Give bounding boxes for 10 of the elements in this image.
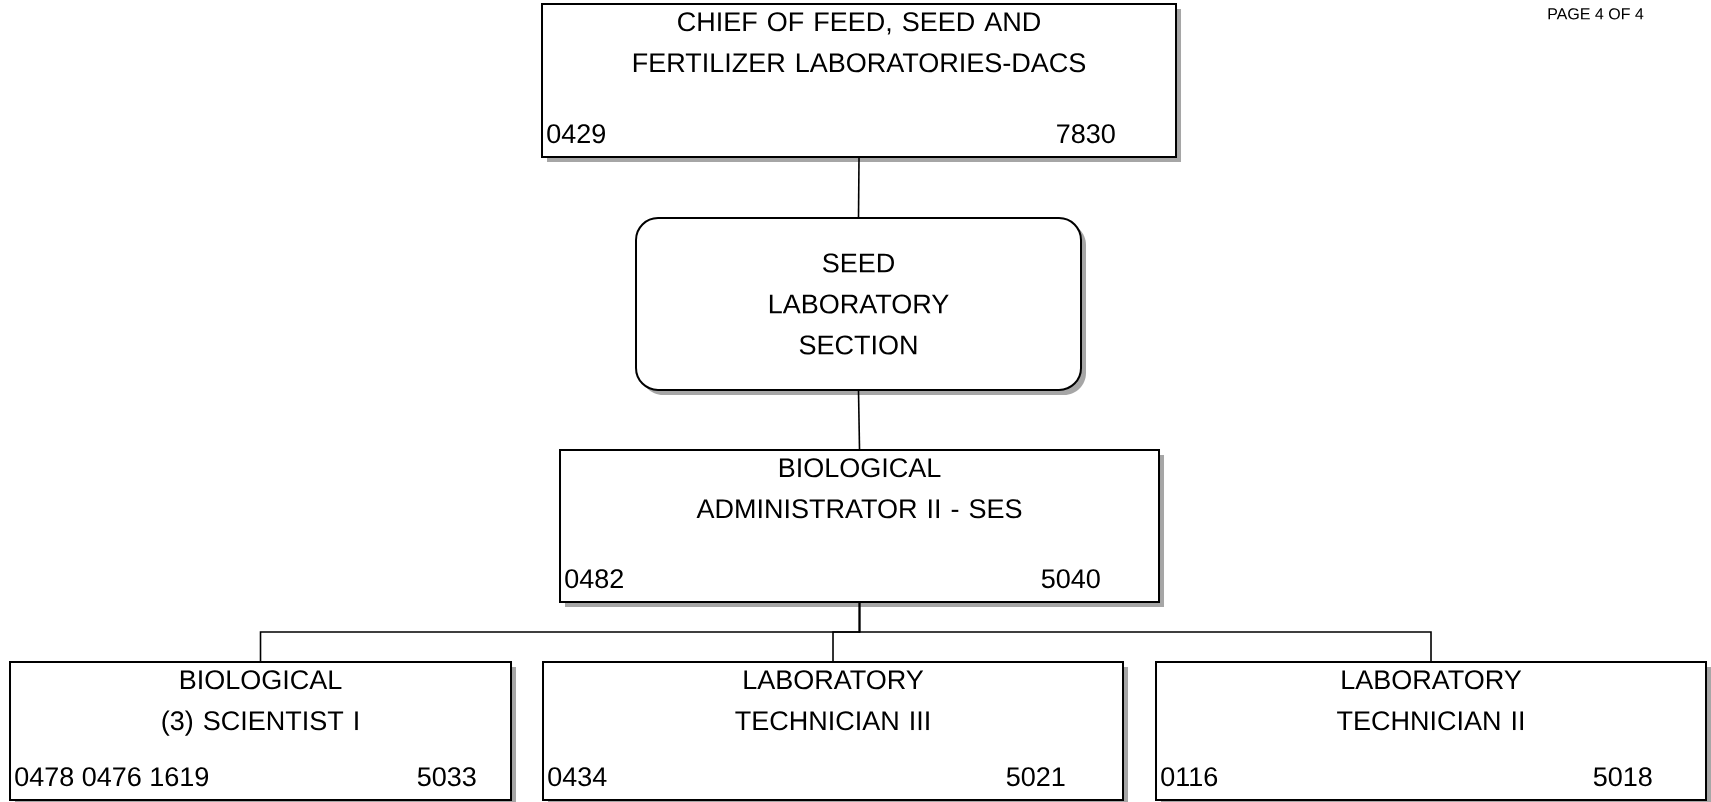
position-box: BIOLOGICAL ADMINISTRATOR II - SES 0482 5040	[559, 449, 1164, 607]
position-box: LABORATORY TECHNICIAN II 0116 5018	[1155, 661, 1711, 802]
connector-line	[857, 390, 861, 450]
connector-line	[857, 157, 860, 218]
position-box: CHIEF OF FEED, SEED AND FERTILIZER LABORATORIES-DACS 0429 7830	[541, 3, 1181, 162]
page-number: PAGE 4 OF 4	[1548, 8, 1644, 20]
connector-line	[858, 602, 1432, 662]
section-box: SEED LABORATORY SECTION	[635, 217, 1086, 395]
position-box: LABORATORY TECHNICIAN III 0434 5021	[542, 661, 1128, 802]
position-box: BIOLOGICAL (3) SCIENTIST I 0478 0476 1619 5033	[9, 661, 516, 802]
